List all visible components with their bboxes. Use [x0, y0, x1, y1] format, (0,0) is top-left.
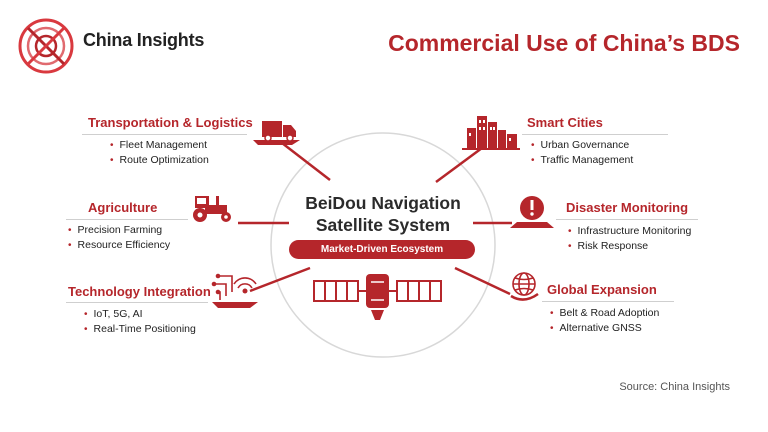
city-buildings-icon — [462, 116, 520, 150]
sector-list-technology: IoT, 5G, AI Real-Time Positioning — [84, 307, 196, 337]
sector-list-agriculture: Precision Farming Resource Efficiency — [68, 223, 171, 253]
center-title: BeiDou Navigation Satellite System — [260, 192, 506, 236]
list-item: Urban Governance — [531, 138, 633, 153]
connector-global — [454, 266, 511, 296]
list-item: Infrastructure Monitoring — [568, 224, 692, 239]
sector-list-disaster: Infrastructure Monitoring Risk Response — [568, 224, 692, 254]
network-signal-icon — [211, 273, 258, 308]
list-item: Traffic Management — [531, 153, 634, 168]
sector-heading-transportation: Transportation & Logistics — [88, 115, 253, 130]
brand-logo — [18, 18, 74, 74]
satellite-icon — [313, 274, 442, 320]
globe-icon — [510, 272, 539, 301]
sector-list-transportation: Fleet Management Route Optimization — [110, 138, 209, 168]
page-title: Commercial Use of China’s BDS — [388, 30, 740, 56]
list-item: Precision Farming — [68, 223, 170, 238]
connector-smart-cities — [435, 146, 483, 184]
sector-heading-technology: Technology Integration — [68, 284, 211, 299]
sector-list-global: Belt & Road Adoption Alternative GNSS — [550, 306, 660, 336]
tractor-icon — [193, 196, 231, 222]
center-title-line1: BeiDou Navigation — [305, 193, 461, 213]
divider — [556, 219, 698, 220]
brand-name: China Insights — [83, 30, 205, 50]
truck-icon — [253, 121, 300, 145]
list-item: Fleet Management — [110, 138, 209, 153]
warning-icon — [510, 196, 554, 228]
divider — [66, 302, 208, 303]
divider — [522, 134, 668, 135]
list-item: Belt & Road Adoption — [550, 306, 660, 321]
source-note: Source: China Insights — [619, 381, 730, 393]
divider — [542, 301, 674, 302]
connector-technology — [249, 266, 311, 293]
divider — [66, 219, 188, 220]
sector-heading-agriculture: Agriculture — [88, 200, 158, 215]
list-item: Risk Response — [568, 239, 691, 254]
list-item: Resource Efficiency — [68, 238, 171, 253]
list-item: Route Optimization — [110, 153, 209, 168]
sector-list-smart-cities: Urban Governance Traffic Management — [531, 138, 634, 168]
ecosystem-badge: Market-Driven Ecosystem — [289, 240, 475, 259]
sector-heading-smart-cities: Smart Cities — [527, 115, 603, 130]
sector-heading-global: Global Expansion — [547, 282, 657, 297]
list-item: Real-Time Positioning — [84, 322, 196, 337]
connector-transport — [281, 142, 331, 181]
logo-icon — [18, 18, 74, 74]
center-circle — [270, 132, 496, 358]
list-item: Alternative GNSS — [550, 321, 659, 336]
list-item: IoT, 5G, AI — [84, 307, 196, 322]
divider — [82, 134, 247, 135]
sector-heading-disaster: Disaster Monitoring — [566, 200, 689, 215]
center-title-line2: Satellite System — [315, 215, 451, 235]
